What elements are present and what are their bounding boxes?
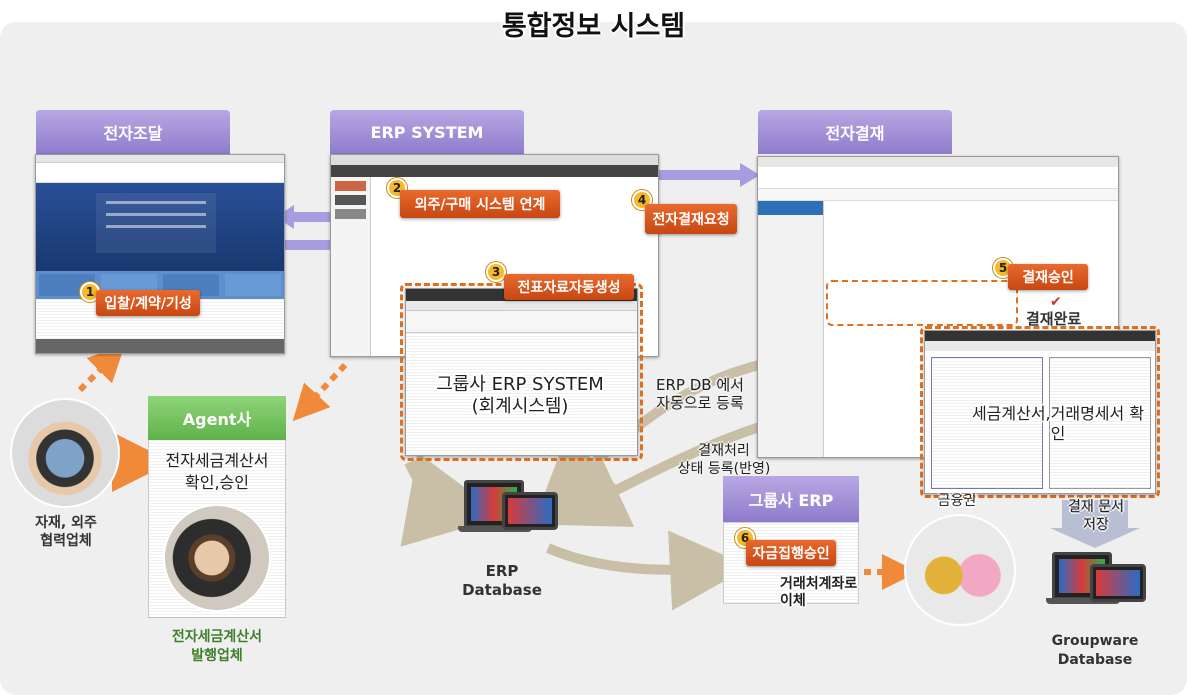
mobile-payment-image [163, 504, 271, 612]
arrow-to-groupware-db [1050, 500, 1140, 548]
groupware-db-caption: Groupware Database [1051, 633, 1139, 668]
groupware-db-devices [1046, 548, 1150, 626]
arrow-procurement-to-erp [262, 233, 358, 257]
tab-group-erp: 그룹사 ERP [723, 476, 859, 522]
procurement-screen [35, 154, 285, 354]
approval-stamp-frame [826, 280, 1018, 326]
arrow-erp-to-agent [292, 362, 348, 422]
approval-status-text: 결재처리 상태 등록(반영) [677, 443, 771, 477]
step-1-number: 1 [80, 282, 100, 302]
invoice-screen [924, 330, 1156, 494]
tab-procurement: 전자조달 [36, 110, 230, 154]
e-tax-confirm-text: 전자세금계산서 확인,승인 [165, 451, 269, 492]
bank-text: 금융권 [937, 493, 977, 509]
tab-erp-system: ERP SYSTEM [330, 110, 524, 154]
agent-header: Agent사 [148, 396, 286, 440]
invoice-check-text: 세금계산서,거래명세서 확인 [971, 404, 1145, 443]
step-4-label: 전자결재요청 [645, 204, 737, 234]
approval-check-icon: ✔ [1050, 294, 1062, 310]
erp-db-auto-text: ERP DB 에서 자동으로 등록 [656, 376, 744, 412]
arrow-erp-to-approval [658, 163, 760, 187]
e-tax-issuer-text: 전자세금계산서 발행업체 [171, 629, 263, 664]
invoice-frame [920, 326, 1160, 498]
tab-approval: 전자결재 [758, 110, 952, 154]
approval-done-text: 결재완료 [1026, 310, 1082, 328]
vendor-laptop-image [10, 398, 120, 508]
erp-db-caption: ERP Database [462, 562, 542, 599]
bank-money-image [904, 514, 1016, 626]
arrow-group-erp-to-db [400, 452, 504, 547]
erp-db-devices [458, 472, 562, 556]
step-3-label: 전표자료자동생성 [504, 274, 634, 300]
step-6-label: 자금집행승인 [746, 540, 836, 566]
step-1-label: 입찰/계약/기성 [96, 290, 200, 316]
arrow-vendor-to-procurement [77, 345, 125, 393]
vendor-caption: 자재, 외주 협력업체 [35, 515, 97, 549]
group-erp-system-text: 그룹사 ERP SYSTEM (회계시스템) [436, 374, 604, 417]
arrow-erp-to-procurement [276, 205, 330, 229]
approval-doc-save-text: 결재 문서 저장 [1068, 499, 1124, 533]
step-3-number: 3 [486, 262, 506, 282]
transfer-text: 거래처계좌로 이체 [780, 576, 858, 609]
step-5-label: 결재승인 [1008, 264, 1088, 290]
page-title: 통합정보 시스템 [501, 11, 686, 42]
step-2-label: 외주/구매 시스템 연계 [400, 190, 560, 218]
arrow-db-to-group-erp [546, 530, 750, 611]
group-erp-screen [405, 288, 638, 456]
